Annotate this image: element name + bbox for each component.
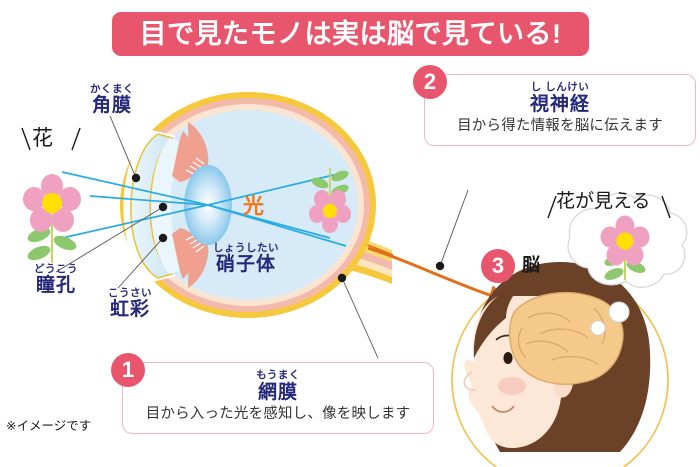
callout-retina-description: 目から入った光を感知し、像を映します — [145, 406, 411, 423]
step-badge-1: 1 — [111, 353, 145, 387]
anchor-dots — [131, 173, 445, 283]
label-vitreous-furigana: しょうしたい — [213, 242, 279, 254]
callout-retina-furigana: もうまく — [256, 369, 300, 381]
label-iris-furigana: こうさい — [108, 287, 152, 299]
callout-optic-nerve-description: 目から得た情報を脳に伝えます — [457, 118, 663, 135]
callout-retina: 1 もうまく 網膜 目から入った光を感知し、像を映します — [111, 353, 434, 434]
girl-head-graphic — [451, 262, 669, 467]
label-cornea-furigana: かくまく — [90, 83, 134, 95]
callout-optic-nerve: 2 し しんけい 視神経 目から得た情報を脳に伝えます — [413, 65, 696, 146]
disclaimer-note: ※イメージです — [6, 419, 92, 433]
label-vitreous-kanji: 硝子体 — [215, 253, 276, 275]
page-title-banner: 目で見たモノは実は脳で見ている! — [112, 12, 589, 56]
step-badge-2: 2 — [413, 65, 447, 99]
callout-optic-nerve-furigana: し しんけい — [530, 81, 590, 93]
label-cornea-kanji: 角膜 — [91, 94, 132, 116]
callout-optic-nerve-title: 視神経 — [529, 93, 590, 115]
label-sees-flower: 花が見える — [556, 191, 651, 212]
nerve-signal-arrow — [367, 246, 510, 306]
page-title: 目で見たモノは実は脳で見ている! — [139, 18, 562, 49]
flower-object-graphic — [23, 174, 81, 263]
label-light: 光 — [243, 195, 264, 218]
label-pupil-kanji: 瞳孔 — [35, 274, 76, 296]
callout-retina-title: 網膜 — [257, 381, 298, 403]
slash-marks — [21, 127, 671, 219]
label-brain: 脳 — [522, 255, 540, 275]
thought-bubble-graphic — [567, 192, 688, 336]
retina-inverted-image — [309, 168, 351, 233]
label-iris-kanji: 虹彩 — [109, 298, 150, 320]
light-rays — [61, 171, 347, 247]
label-iris: こうさい 虹彩 — [88, 288, 172, 319]
label-flower-text: 花 — [32, 127, 53, 150]
label-cornea: かくまく 角膜 — [76, 84, 148, 115]
step-badge-3-number: 3 — [491, 253, 505, 278]
label-flower-outside: 花 — [32, 128, 53, 149]
label-vitreous: しょうしたい 硝子体 — [194, 243, 298, 274]
eyeball-graphic — [120, 92, 376, 318]
label-pupil-furigana: どうこう — [34, 263, 78, 275]
step-badge-3: 3 — [481, 249, 515, 283]
label-pupil: どうこう 瞳孔 — [14, 264, 98, 295]
step-badge-1-number: 1 — [121, 357, 135, 382]
step-badge-2-number: 2 — [423, 69, 437, 94]
leader-lines — [55, 115, 469, 359]
